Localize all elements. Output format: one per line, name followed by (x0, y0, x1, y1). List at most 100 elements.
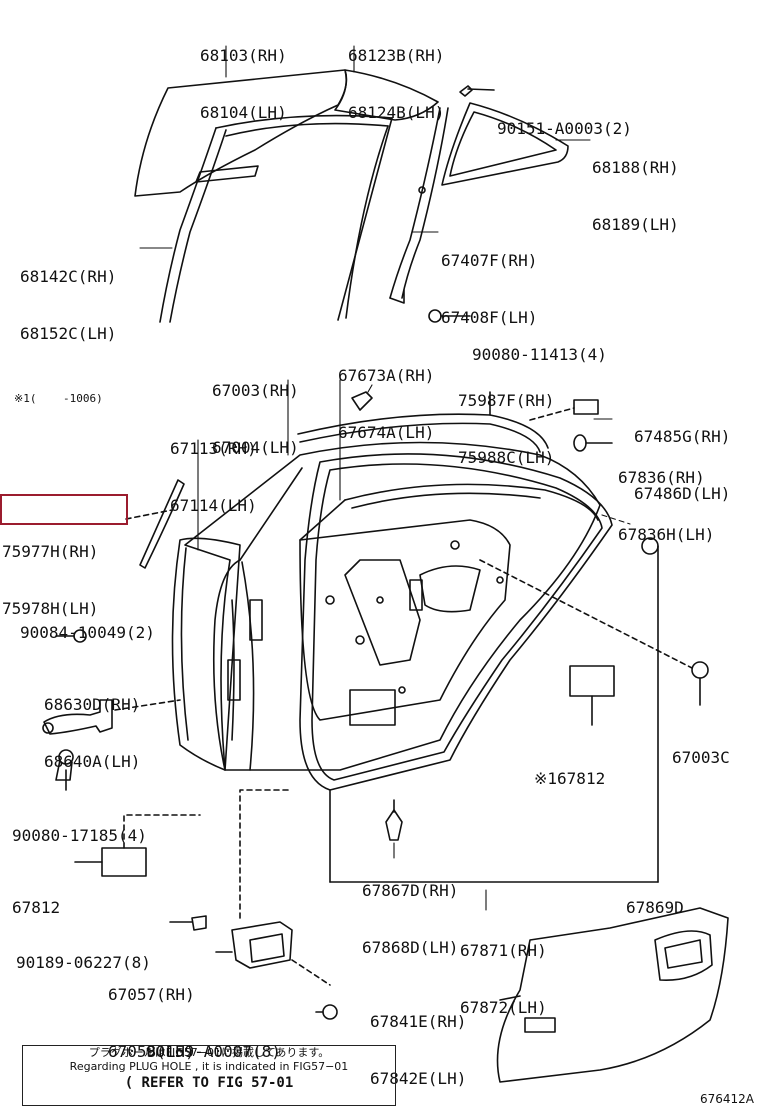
label-75977h[interactable]: 75977H(RH) 75978H(LH) (2, 504, 98, 637)
label-67673a-lh: 67674A(LH) (338, 423, 435, 442)
label-67812-text: 67812 (12, 898, 61, 917)
screw-90189 (169, 915, 207, 931)
label-68123b[interactable]: 68123B(RH) 68124B(LH) (348, 8, 444, 141)
screw-90080-11413 (428, 309, 471, 323)
seal-75977 (125, 479, 185, 569)
highlight-box-75977h (0, 494, 128, 525)
label-67869d[interactable]: 67869D (626, 860, 684, 936)
glass-weatherstrip (299, 483, 599, 541)
label-67113-rh: 67113(RH) (170, 439, 257, 458)
run-channel-68142 (159, 114, 393, 323)
label-75987f-lh: 75988C(LH) (458, 448, 555, 467)
label-68142c-rh: 68142C(RH) (20, 267, 117, 286)
label-68142c[interactable]: 68142C(RH) 68152C(LH) (20, 229, 116, 362)
label-67812[interactable]: 67812 (12, 860, 60, 936)
label-67841e-lh: 67842E(LH) (370, 1069, 467, 1088)
label-68142c-lh: 68152C(LH) (20, 324, 117, 343)
label-68103-lh: 68104(LH) (200, 103, 287, 122)
label-67113-lh: 67114(LH) (170, 496, 257, 515)
division-bar-67407 (389, 107, 449, 304)
note-japanese: プラグホールはFIG57−01に掲載してあります。 (88, 1046, 330, 1059)
label-75977h-rh: 75977H(RH) (2, 542, 99, 561)
figure-code: 676412A (699, 1092, 754, 1106)
label-75987f-rh: 75987F(RH) (458, 391, 555, 410)
belt-moulding-75987 (297, 391, 549, 453)
label-67407f-lh: 67408F(LH) (441, 308, 538, 327)
label-67867d-rh: 67867D(RH) (362, 881, 459, 900)
pad-167812 (569, 665, 615, 726)
label-90080-11413-text: 90080-11413(4) (472, 345, 607, 364)
label-67867d-lh: 67868D(LH) (362, 938, 459, 957)
screw-90080-17185 (55, 749, 74, 791)
label-68123b-lh: 68124B(LH) (348, 103, 445, 122)
label-90151[interactable]: 90151-A0003(2) (497, 81, 632, 157)
clip-67867d (385, 799, 403, 841)
label-68630d-lh: 68640A(LH) (44, 752, 141, 771)
hinge-68630 (42, 629, 181, 735)
label-67836-lh: 67836H(LH) (618, 525, 715, 544)
grommet-67836 (573, 434, 613, 452)
lock-67057 (215, 789, 331, 986)
label-67057-rh: 67057(RH) (108, 985, 195, 1004)
label-67113[interactable]: 67113(RH) 67114(LH) (170, 401, 257, 534)
label-90159[interactable]: 90159-A0007(8) (146, 1004, 281, 1080)
stopper-67485 (529, 399, 599, 421)
label-67871[interactable]: 67871(RH) 67872(LH) (460, 903, 547, 1036)
pad-67812 (74, 814, 201, 877)
door-shell-67003 (184, 441, 601, 771)
label-67003c-text: 67003C (672, 748, 730, 767)
label-67867d[interactable]: 67867D(RH) 67868D(LH) (362, 843, 458, 976)
label-68630d[interactable]: 68630D(RH) 68640A(LH) (44, 657, 140, 790)
label-67057-lh: 67058(LH) (108, 1042, 195, 1061)
plug-hole-note: プラグホールはFIG57−01に掲載してあります。 Regarding PLUG… (22, 1045, 396, 1106)
label-68188[interactable]: 68188(RH) 68189(LH) (592, 120, 679, 253)
label-67407f-rh: 67407F(RH) (441, 251, 538, 270)
label-90159-text: 90159-A0007(8) (146, 1042, 281, 1061)
label-67673a-rh: 67673A(RH) (338, 366, 435, 385)
label-67485g[interactable]: 67485G(RH) 67486D(LH) (634, 389, 730, 522)
label-67841e[interactable]: 67841E(RH) 67842E(LH) (370, 974, 466, 1107)
note-english: Regarding PLUG HOLE , it is indicated in… (69, 1060, 349, 1073)
label-167812[interactable]: ※167812 (534, 731, 605, 807)
bolt-67003c (479, 559, 709, 706)
label-67057[interactable]: 67057(RH) 67058(LH) (108, 947, 195, 1080)
label-90151-text: 90151-A0003(2) (497, 119, 632, 138)
label-67871-lh: 67872(LH) (460, 998, 547, 1017)
leader-lines (139, 45, 631, 911)
quarter-window-68188 (441, 102, 569, 186)
label-star-1006: ※1( -1006) (14, 366, 103, 418)
note-refer-link[interactable]: ( REFER TO FIG 57-01 (124, 1075, 294, 1091)
label-67003[interactable]: 67003(RH) 67004(LH) (212, 343, 299, 476)
clip-67869d (329, 537, 659, 883)
weatherstrip-67871 (299, 453, 613, 791)
label-68103[interactable]: 68103(RH) 68104(LH) (200, 8, 287, 141)
label-67407f[interactable]: 67407F(RH) 67408F(LH) (441, 213, 537, 346)
label-90080-11413[interactable]: 90080-11413(4) (472, 307, 607, 383)
label-67871-rh: 67871(RH) (460, 941, 547, 960)
label-90084[interactable]: 90084-10049(2) (20, 585, 155, 661)
label-67836[interactable]: 67836(RH) 67836H(LH) (618, 430, 714, 563)
label-75977h-lh: 75978H(LH) (2, 599, 99, 618)
label-67003c[interactable]: 67003C (672, 710, 730, 786)
quarter-glass-68123 (334, 69, 439, 121)
clip-67673 (351, 391, 373, 411)
label-167812-text: ※167812 (534, 769, 606, 788)
screw-90159 (315, 1004, 338, 1020)
label-68123b-rh: 68123B(RH) (348, 46, 445, 65)
label-67003-lh: 67004(LH) (212, 438, 299, 457)
label-star-1006-text: ※1( -1006) (14, 392, 103, 405)
label-67869d-text: 67869D (626, 898, 684, 917)
label-68188-lh: 68189(LH) (592, 215, 679, 234)
outer-panel (171, 537, 241, 771)
label-75987f[interactable]: 75987F(RH) 75988C(LH) (458, 353, 554, 486)
label-67485g-lh: 67486D(LH) (634, 484, 731, 503)
label-90080-17185[interactable]: 90080-17185(4) (12, 788, 147, 864)
label-68103-rh: 68103(RH) (200, 46, 287, 65)
label-67841e-rh: 67841E(RH) (370, 1012, 467, 1031)
label-90084-text: 90084-10049(2) (20, 623, 155, 642)
label-90189[interactable]: 90189-06227(8) (16, 915, 151, 991)
label-67485g-rh: 67485G(RH) (634, 427, 731, 446)
label-67836-rh: 67836(RH) (618, 468, 705, 487)
label-67673a[interactable]: 67673A(RH) 67674A(LH) (338, 328, 434, 461)
